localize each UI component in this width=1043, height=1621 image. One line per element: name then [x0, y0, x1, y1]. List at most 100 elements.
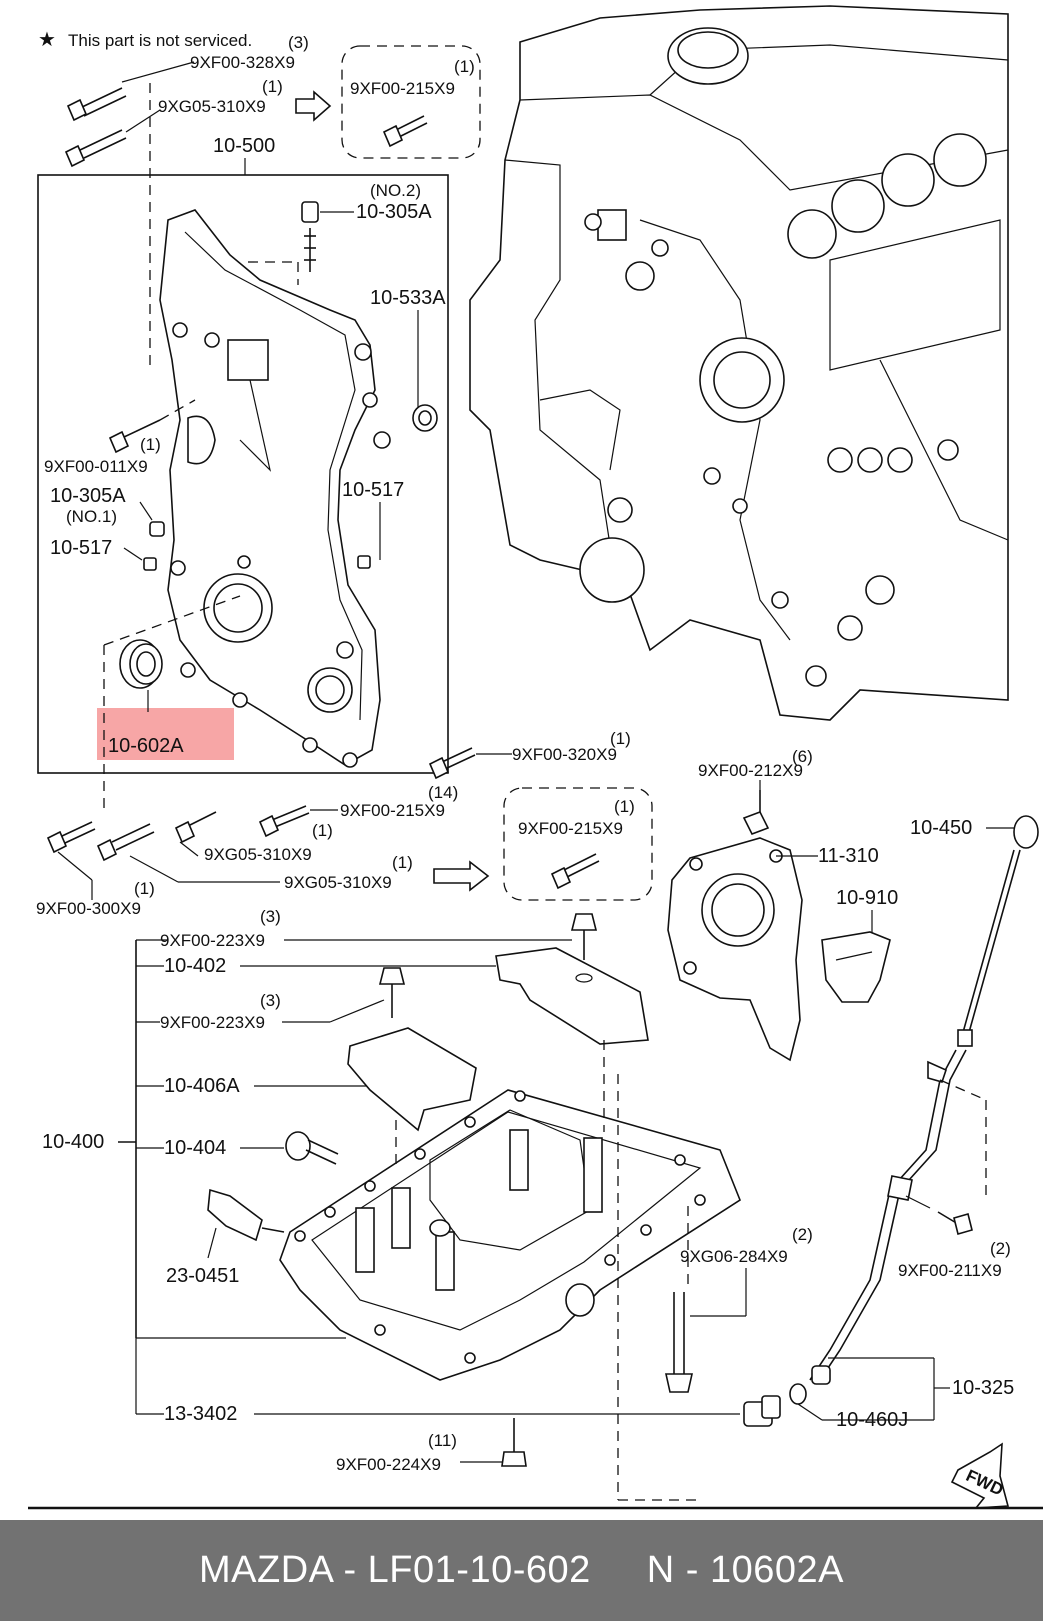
- brand-part-number: MAZDA - LF01-10-602: [199, 1549, 591, 1591]
- qty-1-d: (1): [610, 729, 631, 748]
- label-10-305A-a: 10-305A: [356, 201, 432, 223]
- label-13-3402: 13-3402: [164, 1403, 237, 1425]
- dipstick-tube-10-325: [809, 1049, 967, 1385]
- label-9XF00-212X9: 9XF00-212X9: [698, 761, 803, 780]
- seal-10-533A: [412, 404, 438, 432]
- bolt-9XF00-215X9-a: [382, 115, 428, 148]
- qty-1-f: (1): [392, 853, 413, 872]
- dipstick-10-450: [957, 815, 1039, 1047]
- label-9XF00-215X9-a: 9XF00-215X9: [350, 79, 455, 98]
- qty-1-g: (1): [134, 879, 155, 898]
- qty-2-a: (2): [792, 1225, 813, 1244]
- label-9XF00-320X9: 9XF00-320X9: [512, 745, 617, 764]
- alt-part-box-b: [503, 787, 653, 901]
- no2-tag: (NO.2): [370, 181, 421, 200]
- dowel-10-305A-no1: [149, 521, 165, 537]
- label-9XF00-223X9-a: 9XF00-223X9: [160, 931, 265, 950]
- label-11-310: 11-310: [818, 845, 879, 867]
- label-9XF00-215X9-b: 9XF00-215X9: [340, 801, 445, 820]
- alternate-part-number: N - 10602A: [646, 1549, 844, 1591]
- label-10-404: 10-404: [164, 1137, 226, 1159]
- oil-pressure-switch-13-3402: [743, 1395, 781, 1427]
- bolt-9XF00-011X9: [108, 419, 161, 454]
- label-10-517-a: 10-517: [50, 537, 112, 559]
- qty-2-b: (2): [990, 1239, 1011, 1258]
- bolt-9XF00-300X9: [46, 821, 96, 854]
- label-9XG05-310X9-a: 9XG05-310X9: [158, 97, 266, 116]
- label-9XF00-300X9: 9XF00-300X9: [36, 899, 141, 918]
- no1-tag: (NO.1): [66, 507, 117, 526]
- label-10-500: 10-500: [213, 135, 275, 157]
- label-10-305A-b: 10-305A: [50, 485, 126, 507]
- front-cover-group-box: [37, 174, 449, 774]
- bolt-9XF00-212X9: [742, 790, 770, 836]
- qty-1-b: (1): [454, 57, 475, 76]
- label-10-517-b: 10-517: [342, 479, 404, 501]
- bolt-9XF00-223X9-a: [570, 913, 598, 960]
- qty-6: (6): [792, 747, 813, 766]
- hollow-arrow-icon: [295, 90, 332, 122]
- label-9XG05-310X9-b: 9XG05-310X9: [204, 845, 312, 864]
- bolt-9XG05-310X9-b: [174, 811, 217, 844]
- rear-seal-cover-11-310: [667, 837, 803, 1062]
- bolt-9XF00-215X9-c: [550, 853, 600, 890]
- label-9XF00-215X9-c: 9XF00-215X9: [518, 819, 623, 838]
- bolt-9XG05-310X9-a: [64, 129, 127, 168]
- alt-part-box-a: [341, 45, 481, 159]
- bolt-9XF00-211X9: [937, 1211, 973, 1235]
- dowel-10-305A-no2: [301, 201, 319, 272]
- bolt-10-404: [285, 1131, 339, 1165]
- oring-10-460J: [789, 1383, 807, 1405]
- qty-3-a: (3): [288, 33, 309, 52]
- bolt-9XG06-284X9: [665, 1292, 693, 1393]
- label-10-910: 10-910: [836, 887, 898, 909]
- label-10-602A: 10-602A: [108, 735, 184, 757]
- label-10-400: 10-400: [42, 1131, 104, 1153]
- qty-3-c: (3): [260, 991, 281, 1010]
- qty-11: (11): [428, 1431, 457, 1450]
- label-9XF00-011X9: 9XF00-011X9: [44, 457, 148, 476]
- fwd-arrow-icon: FWD: [950, 1442, 1010, 1509]
- qty-1-c: (1): [140, 435, 161, 454]
- bolt-9XF00-223X9-b: [378, 967, 406, 1018]
- note-text: This part is not serviced.: [68, 31, 252, 50]
- bolt-9XF00-328X9: [66, 87, 127, 122]
- bolt-9XG05-310X9-c: [96, 823, 155, 862]
- bolt-9XF00-215X9-b: [258, 805, 310, 838]
- oil-pan-10-400: [279, 1089, 741, 1381]
- selected-part-highlight: [97, 708, 234, 760]
- bolt-9XF00-320X9: [428, 747, 476, 780]
- label-9XF00-328X9: 9XF00-328X9: [190, 53, 295, 72]
- label-9XF00-224X9: 9XF00-224X9: [336, 1455, 441, 1474]
- bolt-9XF00-224X9: [501, 1418, 527, 1467]
- pin-10-517-a: [143, 557, 157, 571]
- qty-1-a: (1): [262, 77, 283, 96]
- qty-14: (14): [428, 783, 458, 802]
- label-10-406A: 10-406A: [164, 1075, 240, 1097]
- label-9XG05-310X9-c: 9XG05-310X9: [284, 873, 392, 892]
- sealant-tube-23-0451: [207, 1188, 285, 1242]
- label-10-533A: 10-533A: [370, 287, 446, 309]
- label-10-460J: 10-460J: [836, 1409, 908, 1431]
- plate-10-402: [495, 947, 649, 1045]
- qty-3-b: (3): [260, 907, 281, 926]
- baffle-plate-10-406A: [347, 1027, 477, 1132]
- label-9XF00-211X9: 9XF00-211X9: [898, 1261, 1002, 1280]
- pin-10-517-b: [357, 555, 371, 569]
- label-9XF00-223X9-b: 9XF00-223X9: [160, 1013, 265, 1032]
- exploded-parts-diagram: ★ This part is not serviced. (3) 9XF00-3…: [28, 5, 1043, 1510]
- label-10-325: 10-325: [952, 1377, 1014, 1399]
- label-23-0451: 23-0451: [166, 1265, 239, 1287]
- star-icon: ★: [38, 29, 56, 51]
- qty-1-h: (1): [614, 797, 635, 816]
- oil-seal-10-602A: [119, 639, 163, 689]
- qty-1-e: (1): [312, 821, 333, 840]
- label-10-450: 10-450: [910, 817, 972, 839]
- label-10-402: 10-402: [164, 955, 226, 977]
- label-9XG06-284X9: 9XG06-284X9: [680, 1247, 788, 1266]
- baffle-10-910: [821, 931, 891, 1003]
- part-number-footer: MAZDA - LF01-10-602 N - 10602A: [0, 1520, 1043, 1621]
- engine-block: [469, 5, 1009, 721]
- hollow-arrow-icon-b: [433, 860, 490, 892]
- engine-front-cover: [159, 209, 391, 768]
